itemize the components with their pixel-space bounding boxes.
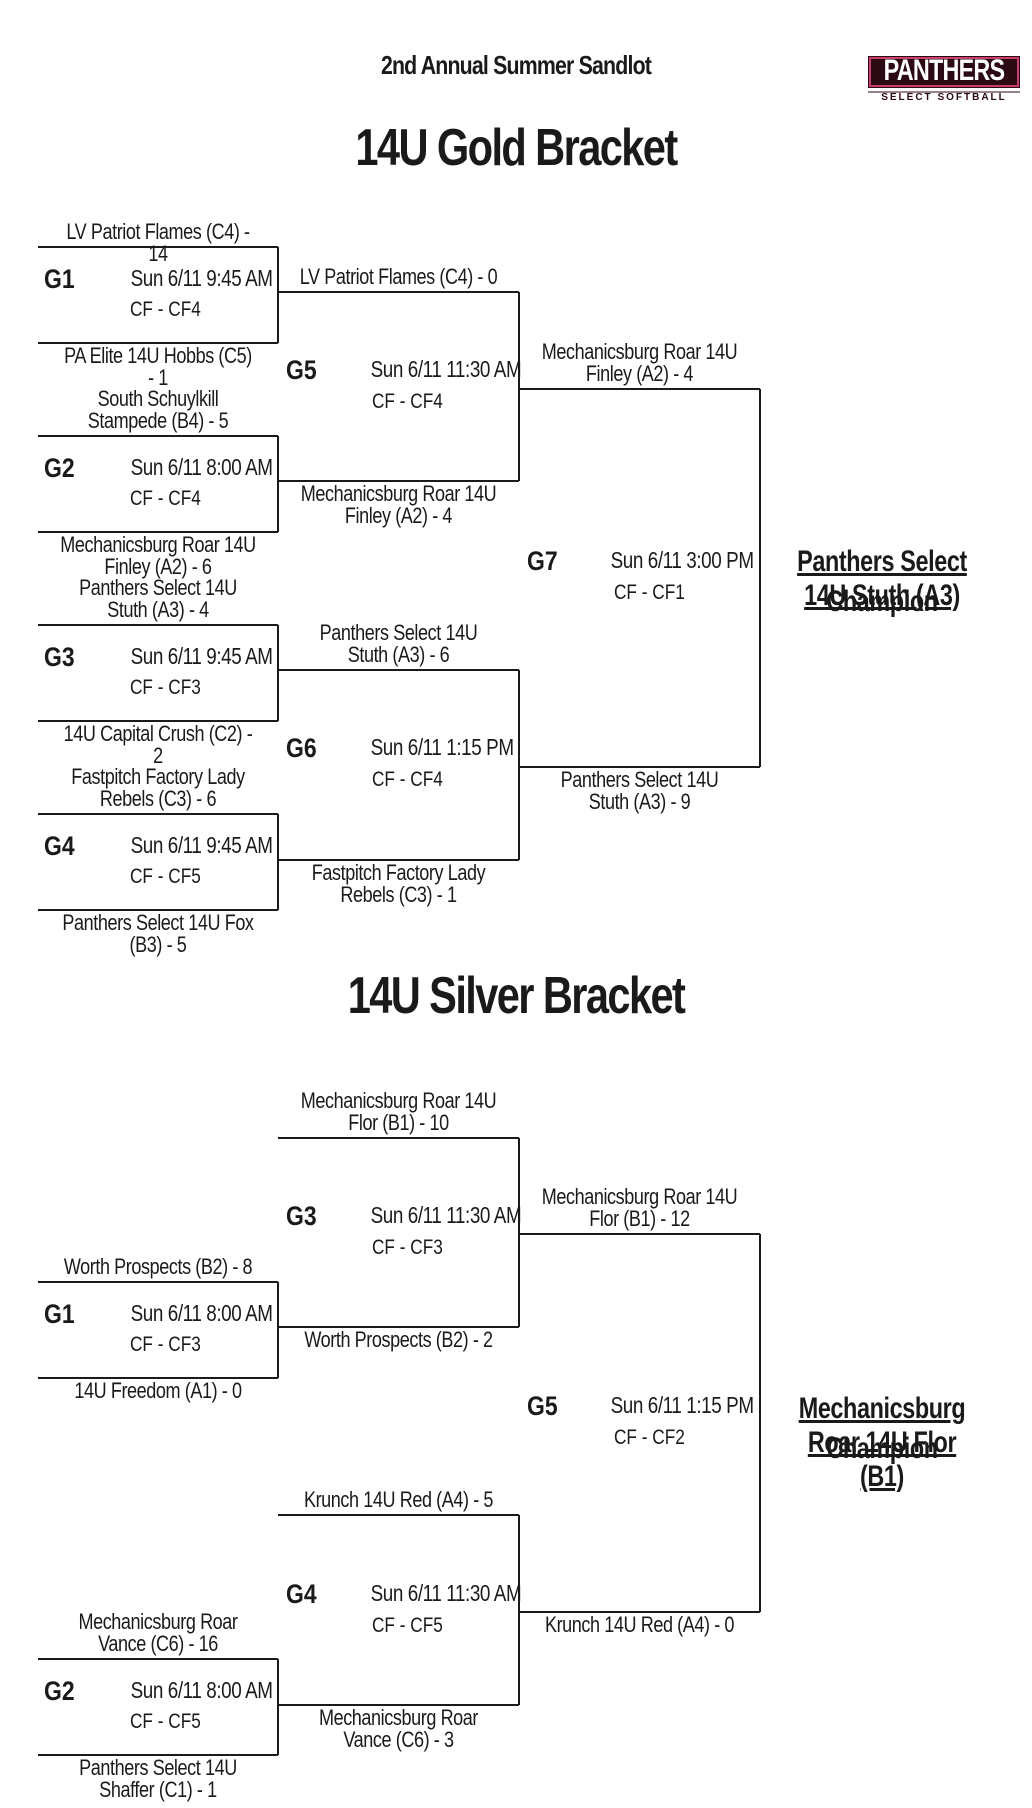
silver-g4-number: G4 [286, 1579, 317, 1609]
gold-g4-number: G4 [44, 831, 75, 861]
silver-g5-bottom-team: Krunch 14U Red (A4) - 0 [544, 1612, 735, 1637]
logo-wordmark: PANTHERS [883, 54, 1006, 87]
gold-g2-number: G2 [44, 453, 75, 483]
gold-g7-number: G7 [527, 546, 558, 576]
silver-g2-number: G2 [44, 1676, 75, 1706]
gold-bracket-lines [38, 246, 761, 911]
gold-g5-top-team: LV Patriot Flames (C4) - 0 [299, 264, 498, 289]
gold-g6-time: Sun 6/11 1:15 PM [370, 734, 514, 760]
gold-g2-time: Sun 6/11 8:00 AM [130, 454, 273, 480]
silver-g1-top-team: Worth Prospects (B2) - 8 [63, 1254, 253, 1279]
logo-tagline: SELECT SOFTBALL [881, 92, 1007, 103]
gold-champion-name: Panthers Select 14U Stuth (A3) [797, 545, 967, 612]
gold-g1-bottom-team: PA Elite 14U Hobbs (C5) - 1 [64, 343, 252, 390]
silver-g4-field: CF - CF5 [372, 1614, 443, 1637]
gold-g4-time: Sun 6/11 9:45 AM [130, 832, 273, 858]
silver-champion-label: Champion [826, 1432, 938, 1465]
gold-g3-field: CF - CF3 [130, 676, 201, 699]
gold-g4-field: CF - CF5 [130, 865, 201, 888]
gold-g2-bottom-team: Mechanicsburg Roar 14U Finley (A2) - 6 [60, 532, 256, 579]
silver-g2-bottom-team: Panthers Select 14U Shaffer (C1) - 1 [79, 1755, 237, 1802]
gold-g3-top-team: Panthers Select 14U Stuth (A3) - 4 [79, 575, 237, 622]
silver-bracket-title: 14U Silver Bracket [347, 967, 686, 1025]
gold-g5-number: G5 [286, 355, 317, 385]
silver-g3-bottom-team: Worth Prospects (B2) - 2 [304, 1327, 493, 1352]
gold-g4-bottom-team: Panthers Select 14U Fox (B3) - 5 [62, 910, 254, 957]
gold-g2-top-team: South Schuylkill Stampede (B4) - 5 [87, 386, 229, 433]
silver-g1-time: Sun 6/11 8:00 AM [130, 1300, 273, 1326]
silver-g4-bottom-team: Mechanicsburg Roar Vance (C6) - 3 [318, 1705, 479, 1752]
gold-g7-bottom-team: Panthers Select 14U Stuth (A3) - 9 [560, 767, 719, 814]
silver-g2-top-team: Mechanicsburg Roar Vance (C6) - 16 [78, 1609, 238, 1656]
gold-g1-field: CF - CF4 [130, 298, 201, 321]
silver-g2-time: Sun 6/11 8:00 AM [130, 1677, 273, 1703]
silver-g5-field: CF - CF2 [614, 1426, 685, 1449]
gold-g5-time: Sun 6/11 11:30 AM [370, 356, 522, 382]
gold-bracket-title: 14U Gold Bracket [355, 119, 678, 177]
panther-logo-icon [868, 56, 1020, 93]
gold-g5-field: CF - CF4 [372, 390, 443, 413]
silver-g4-top-team: Krunch 14U Red (A4) - 5 [303, 1487, 494, 1512]
gold-g3-number: G3 [44, 642, 75, 672]
silver-g1-number: G1 [44, 1299, 75, 1329]
silver-g1-bottom-team: 14U Freedom (A1) - 0 [74, 1378, 242, 1403]
silver-champion-name: Mechanicsburg Roar 14U Flor (B1) [798, 1392, 966, 1493]
gold-g7-field: CF - CF1 [614, 581, 685, 604]
gold-g6-field: CF - CF4 [372, 768, 443, 791]
gold-g7-top-team: Mechanicsburg Roar 14U Finley (A2) - 4 [541, 339, 738, 386]
gold-g6-bottom-team: Fastpitch Factory Lady Rebels (C3) - 1 [311, 860, 486, 907]
silver-g5-time: Sun 6/11 1:15 PM [610, 1392, 754, 1418]
silver-champion: Mechanicsburg Roar 14U Flor (B1) [785, 1392, 978, 1493]
gold-g6-number: G6 [286, 733, 317, 763]
silver-g5-top-team: Mechanicsburg Roar 14U Flor (B1) - 12 [541, 1184, 738, 1231]
silver-g3-field: CF - CF3 [372, 1236, 443, 1259]
panthers-logo: PANTHERS SELECT SOFTBALL [866, 52, 1022, 106]
silver-g2-field: CF - CF5 [130, 1710, 201, 1733]
gold-g3-time: Sun 6/11 9:45 AM [130, 643, 273, 669]
silver-g3-number: G3 [286, 1201, 317, 1231]
gold-champion-label: Champion [826, 585, 938, 618]
gold-g1-top-team: LV Patriot Flames (C4) - 14 [66, 219, 250, 266]
event-title: 2nd Annual Summer Sandlot [380, 50, 652, 80]
gold-g3-bottom-team: 14U Capital Crush (C2) - 2 [63, 721, 253, 768]
gold-g6-top-team: Panthers Select 14U Stuth (A3) - 6 [319, 620, 478, 667]
silver-g3-time: Sun 6/11 11:30 AM [370, 1202, 522, 1228]
silver-g4-time: Sun 6/11 11:30 AM [370, 1580, 522, 1606]
gold-champion: Panthers Select 14U Stuth (A3) [785, 545, 978, 625]
gold-g2-field: CF - CF4 [130, 487, 201, 510]
gold-g5-bottom-team: Mechanicsburg Roar 14U Finley (A2) - 4 [300, 481, 497, 528]
gold-g4-top-team: Fastpitch Factory Lady Rebels (C3) - 6 [71, 764, 245, 811]
silver-g5-number: G5 [527, 1391, 558, 1421]
gold-g1-number: G1 [44, 264, 75, 294]
silver-g3-top-team: Mechanicsburg Roar 14U Flor (B1) - 10 [300, 1088, 497, 1135]
silver-bracket-lines [38, 1137, 761, 1756]
silver-g1-field: CF - CF3 [130, 1333, 201, 1356]
gold-g7-time: Sun 6/11 3:00 PM [610, 547, 754, 573]
gold-g1-time: Sun 6/11 9:45 AM [130, 265, 273, 291]
